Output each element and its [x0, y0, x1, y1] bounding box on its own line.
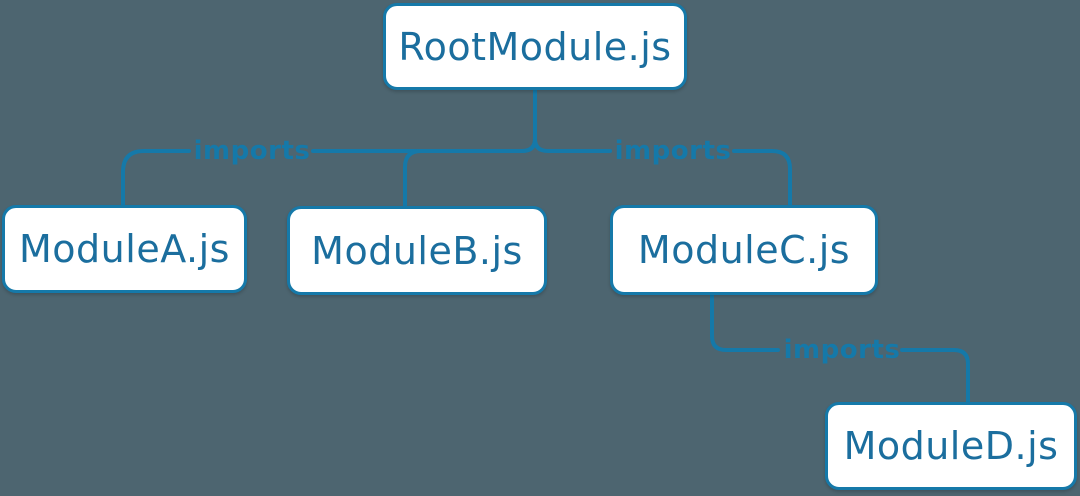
edge-label-root-modulec-imports: imports [614, 136, 732, 166]
edge-root-moduleb-elbow [403, 87, 537, 209]
node-rootmodule: RootModule.js [383, 3, 687, 90]
edge-modulec-moduled-segment-right [900, 348, 970, 405]
edge-root-modulea-segment-right [311, 87, 537, 153]
edge-label-root-modulea-imports: imports [193, 136, 311, 166]
edge-root-modulea [121, 87, 537, 208]
node-modulec-label: ModuleC.js [637, 228, 851, 272]
node-modulec: ModuleC.js [610, 205, 878, 295]
edge-label-modulec-moduled-imports: imports [783, 335, 901, 365]
edge-modulec-moduled-segment-left [710, 292, 780, 352]
node-rootmodule-label: RootModule.js [398, 24, 672, 69]
edge-modulec-moduled [710, 292, 970, 405]
node-moduleb: ModuleB.js [287, 206, 547, 295]
edge-root-modulec-segment-right [732, 149, 792, 208]
edge-root-modulec-segment-left [533, 87, 612, 153]
edge-root-modulea-segment-left [121, 149, 191, 208]
node-moduleb-label: ModuleB.js [311, 228, 523, 273]
edge-root-moduleb [403, 87, 537, 209]
edge-root-modulec [533, 87, 792, 208]
node-modulea: ModuleA.js [2, 205, 247, 293]
node-moduled: ModuleD.js [825, 402, 1077, 490]
node-modulea-label: ModuleA.js [19, 227, 230, 271]
node-moduled-label: ModuleD.js [843, 424, 1059, 468]
